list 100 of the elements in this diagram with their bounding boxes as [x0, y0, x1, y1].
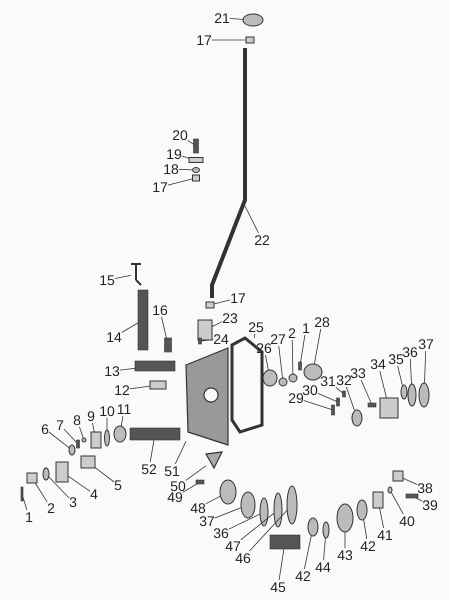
ring-part [114, 426, 126, 442]
pin-part [331, 404, 335, 416]
leader-line [229, 18, 244, 20]
leader-line [317, 392, 337, 402]
callout-number: 4 [90, 487, 98, 501]
callout-number: 35 [388, 352, 404, 366]
leader-line [161, 316, 167, 338]
callout-number: 22 [254, 233, 270, 247]
block-part [372, 492, 384, 508]
leader-line [278, 548, 284, 580]
leader-line [185, 465, 206, 481]
leader-line [360, 380, 372, 404]
pin-part [336, 398, 340, 406]
leader-line [410, 358, 412, 384]
callout-number: 25 [248, 320, 264, 334]
callout-number: 37 [199, 514, 215, 528]
callout-number: 52 [141, 462, 157, 476]
callout-number: 45 [270, 580, 286, 594]
ring-part [240, 492, 256, 518]
leader-line [244, 206, 259, 234]
callout-number: 10 [99, 404, 115, 418]
pin-part [193, 138, 199, 154]
leader-line [228, 514, 260, 530]
callout-number: 50 [170, 479, 186, 493]
leader-line [278, 346, 283, 378]
leader-line [205, 496, 220, 504]
leader-line [265, 354, 269, 370]
callout-number: 38 [417, 481, 433, 495]
leader-line [48, 476, 70, 498]
callout-number: 36 [213, 526, 229, 540]
callout-number: 48 [190, 501, 206, 515]
ring-part [242, 14, 264, 26]
callout-number: 30 [302, 383, 318, 397]
block-part [188, 157, 204, 163]
ring-part [418, 382, 430, 408]
block-part [56, 462, 68, 482]
callout-number: 1 [302, 321, 310, 335]
callout-number: 3 [69, 495, 77, 509]
callout-number: 8 [73, 413, 81, 427]
ring-part [274, 492, 282, 528]
callout-number: 47 [225, 539, 241, 553]
leader-line [214, 300, 231, 304]
callout-number: 43 [337, 548, 353, 562]
callout-number: 17 [152, 180, 168, 194]
leader-line [416, 498, 423, 502]
callout-number: 5 [114, 478, 122, 492]
ring-part [308, 518, 318, 536]
leader-line [344, 532, 346, 548]
pin-part [20, 486, 24, 502]
callout-number: 2 [288, 326, 296, 340]
block-part [150, 380, 166, 390]
leader-line [363, 520, 368, 540]
ring-part [400, 384, 408, 400]
ring-part [322, 522, 330, 538]
pin-part [164, 338, 172, 352]
shift-fork-drawing [205, 451, 224, 470]
callout-number: 2 [47, 501, 55, 515]
ring-part [388, 486, 392, 494]
ring-part [68, 444, 76, 456]
callout-number: 37 [418, 337, 434, 351]
leader-line [292, 340, 294, 374]
callout-number: 34 [370, 357, 386, 371]
leader-line [304, 536, 312, 570]
block-part [206, 302, 214, 308]
callout-number: 44 [315, 560, 331, 574]
callout-number: 49 [167, 490, 183, 504]
callout-number: 17 [230, 291, 246, 305]
leader-line [303, 400, 332, 410]
leader-line [335, 386, 343, 394]
ring-part [220, 480, 236, 504]
ring-part [278, 378, 288, 386]
pin-part [138, 290, 148, 350]
leader-line [402, 478, 418, 485]
callout-number: 20 [172, 128, 188, 142]
leader-line [48, 432, 70, 448]
block-part [198, 320, 212, 340]
leader-line [22, 496, 28, 510]
leader-line [178, 168, 193, 170]
leader-line [201, 339, 214, 342]
housing-drawing [185, 347, 229, 446]
callout-number: 31 [320, 374, 336, 388]
callout-number: 17 [196, 33, 212, 47]
leader-line [346, 386, 355, 410]
leader-line [181, 156, 190, 158]
leader-line [397, 366, 403, 386]
leader-line [249, 510, 288, 552]
ring-part [408, 384, 416, 406]
block-part [192, 174, 200, 182]
block-part [380, 398, 398, 418]
callout-number: 21 [214, 11, 230, 25]
leader-line [187, 140, 194, 145]
leader-line [240, 512, 274, 540]
callout-number: 6 [41, 422, 49, 436]
callout-number: 18 [163, 162, 179, 176]
leader-line [254, 334, 256, 338]
ring-part [336, 504, 354, 532]
pin-part [342, 390, 346, 398]
callout-number: 27 [270, 332, 286, 346]
leader-line [300, 334, 306, 362]
pin-part [134, 360, 176, 372]
